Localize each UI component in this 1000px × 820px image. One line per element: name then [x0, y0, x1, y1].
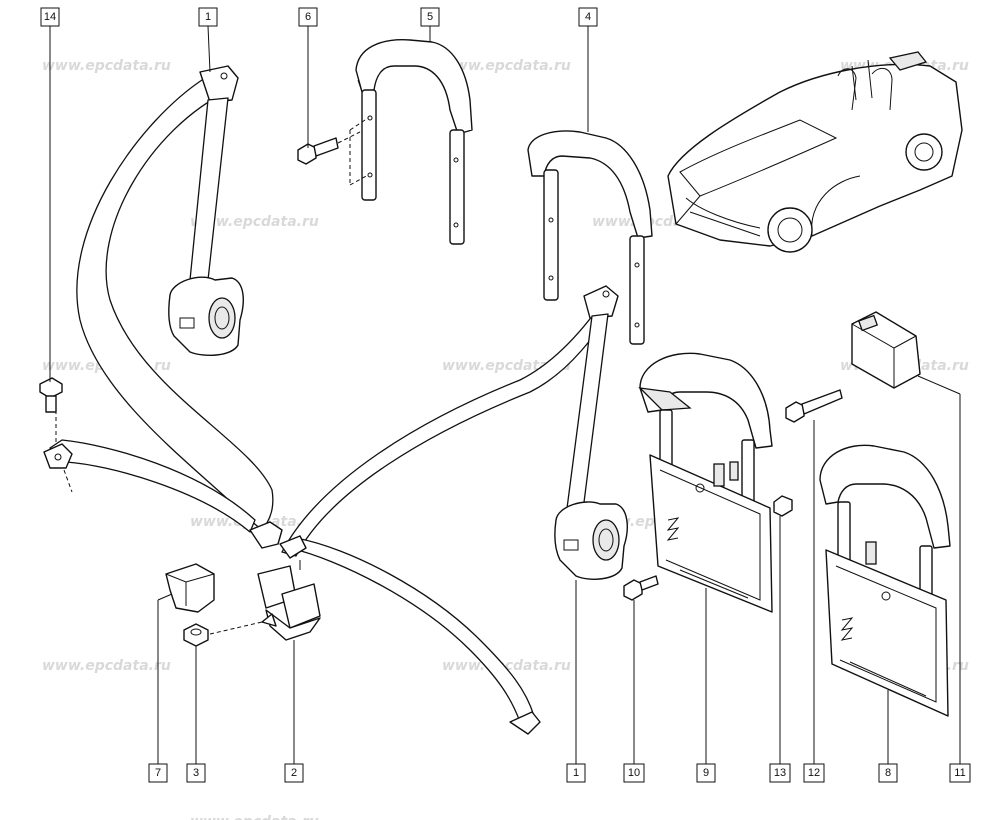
callout-2: 2	[284, 763, 304, 783]
callout-1-top-text: 1	[205, 11, 211, 23]
callout-9-text: 9	[703, 767, 709, 779]
buckle-part-2	[257, 560, 321, 641]
watermark: www.epcdata.ru	[190, 814, 319, 820]
callout-7: 7	[148, 763, 168, 783]
nut-part-3	[183, 621, 263, 647]
bolt-part-10	[623, 575, 659, 601]
callout-8-text: 8	[885, 767, 891, 779]
callout-10: 10	[623, 763, 645, 783]
callout-1-top: 1	[198, 7, 218, 27]
callout-13: 13	[769, 763, 791, 783]
callout-13-text: 13	[774, 767, 786, 779]
watermark: www.epcdata.ru	[42, 58, 171, 74]
callout-4: 4	[578, 7, 598, 27]
callout-14-text: 14	[44, 11, 56, 23]
watermark: www.epcdata.ru	[42, 658, 171, 674]
callout-1-bottom: 1	[566, 763, 586, 783]
bolt-part-14	[39, 377, 63, 413]
callout-8: 8	[878, 763, 898, 783]
callout-3-text: 3	[193, 767, 199, 779]
seat-belt-right	[279, 285, 628, 735]
callout-11-text: 11	[954, 767, 965, 779]
watermark: www.epcdata.ru	[190, 214, 319, 230]
bolt-part-6	[297, 131, 361, 165]
watermark: www.epcdata.ru	[442, 58, 571, 74]
callout-12-text: 12	[808, 767, 820, 779]
callout-5: 5	[420, 7, 440, 27]
callout-leaders	[49, 25, 961, 764]
callout-10-text: 10	[628, 767, 640, 779]
roll-bar-part-5	[349, 39, 473, 245]
nut-part-13	[773, 495, 793, 517]
callout-3: 3	[186, 763, 206, 783]
callout-14: 14	[40, 7, 60, 27]
bolt-part-12	[785, 389, 843, 423]
callout-2-text: 2	[291, 767, 297, 779]
seat-belt-left	[43, 65, 283, 549]
roll-bar-part-4	[527, 130, 653, 345]
callout-1-bottom-text: 1	[573, 767, 579, 779]
watermark: www.epcdata.ru	[442, 658, 571, 674]
callout-6-text: 6	[305, 11, 311, 23]
callout-5-text: 5	[427, 11, 433, 23]
control-unit-part-11	[851, 311, 921, 389]
seat-frame-part-8	[819, 444, 951, 717]
callout-4-text: 4	[585, 11, 591, 23]
callout-9: 9	[696, 763, 716, 783]
callout-7-text: 7	[155, 767, 161, 779]
car-illustration	[667, 51, 963, 253]
callout-11: 11	[949, 763, 971, 783]
callout-12: 12	[803, 763, 825, 783]
buckle-bracket-part-7	[165, 563, 215, 613]
seat-frame-part-9	[638, 352, 773, 613]
callout-6: 6	[298, 7, 318, 27]
